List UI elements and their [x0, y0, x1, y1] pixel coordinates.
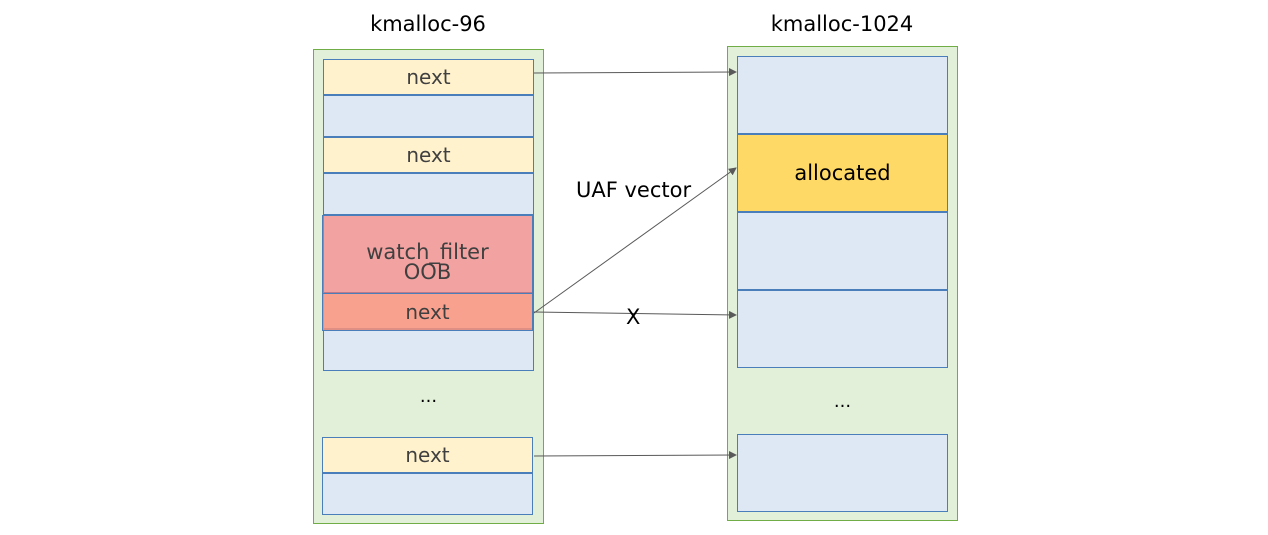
next-label: next [406, 65, 451, 89]
watch-filter-label: watch_filter [366, 240, 489, 264]
left-slot-next-last: next [322, 437, 533, 473]
left-ellipsis: ... [419, 386, 438, 407]
right-slot-last [737, 434, 948, 512]
next-label: next [406, 143, 451, 167]
watch-filter-object: watch_filter OOB next [322, 215, 533, 331]
uaf-vector-label: UAF vector [576, 178, 692, 202]
oob-label: OOB [403, 260, 452, 284]
left-slot-4 [323, 173, 534, 215]
next-label: next [405, 300, 450, 324]
right-slot-1 [737, 56, 948, 134]
arrow-uaf-vector [533, 167, 737, 314]
right-slot-4 [737, 290, 948, 368]
left-slot-last [322, 473, 533, 515]
arrow-blocked-x [533, 310, 737, 319]
left-slot-next-2: next [323, 137, 534, 173]
left-slot-2 [323, 95, 534, 137]
right-slot-allocated: allocated [737, 134, 948, 212]
next-label: next [405, 443, 450, 467]
overlay-next-pointer: next [323, 293, 532, 330]
left-slot-next-1: next [323, 59, 534, 95]
arrow-next-1 [533, 68, 737, 77]
right-ellipsis: ... [833, 391, 852, 412]
right-column-title: kmalloc-1024 [770, 12, 914, 36]
right-slot-3 [737, 212, 948, 290]
arrow-next-last [533, 451, 737, 460]
blocked-x-label: X [626, 305, 641, 329]
left-column-title: kmalloc-96 [370, 12, 486, 36]
allocated-label: allocated [794, 161, 891, 185]
